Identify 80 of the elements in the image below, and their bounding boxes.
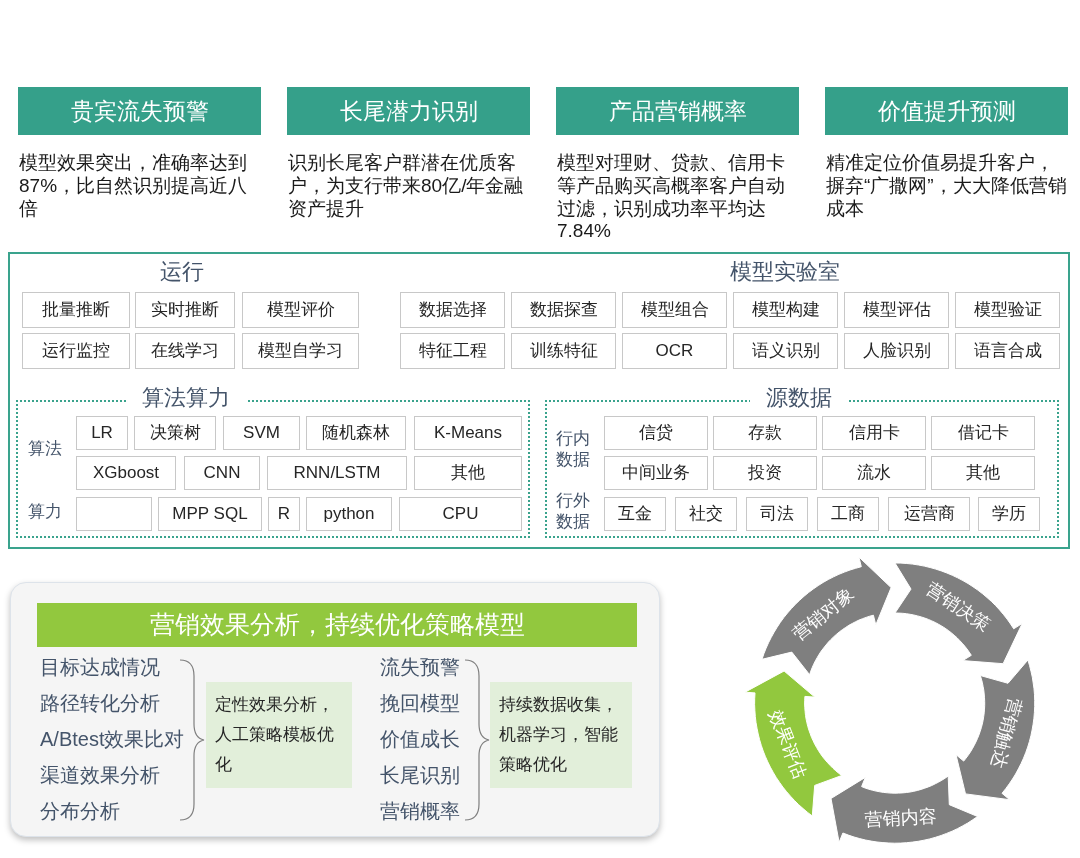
tag-box: 实时推断	[135, 292, 235, 328]
tag-box: 批量推断	[22, 292, 130, 328]
list-item: 价值成长	[380, 727, 460, 752]
tag-box: 其他	[414, 456, 522, 490]
tag-box: K-Means	[414, 416, 522, 450]
header-box: 长尾潜力识别	[287, 87, 530, 135]
tag-box: 模型组合	[622, 292, 727, 328]
list-item: 分布分析	[40, 799, 120, 824]
tag-box: 流水	[822, 456, 926, 490]
arrow-label: 营销决策	[922, 579, 993, 634]
tag-box: 借记卡	[931, 416, 1035, 450]
description-text: 识别长尾客户群潜在优质客户，为支行带来80亿/年金融资产提升	[288, 152, 525, 221]
tag-box: 训练特征	[511, 333, 616, 369]
tag-box: 在线学习	[135, 333, 235, 369]
tag-box: OCR	[622, 333, 727, 369]
tag-box: 模型评估	[844, 292, 949, 328]
list-item: 长尾识别	[380, 763, 460, 788]
tag-box: 互金	[604, 497, 666, 531]
tag-box: SVM	[223, 416, 300, 450]
row-label: 行外数据	[556, 490, 591, 533]
tag-box: 模型构建	[733, 292, 838, 328]
tag-box	[76, 497, 152, 531]
arrow-label: 效果评估	[766, 707, 809, 782]
tag-box: 数据选择	[400, 292, 505, 328]
tag-box: 信贷	[604, 416, 708, 450]
tag-box: RNN/LSTM	[267, 456, 407, 490]
header-box: 产品营销概率	[556, 87, 799, 135]
tag-box: python	[306, 497, 392, 531]
tag-box: 模型评价	[242, 292, 359, 328]
tag-box: 特征工程	[400, 333, 505, 369]
tag-box: 数据探查	[511, 292, 616, 328]
arrow-label: 营销内容	[864, 806, 938, 829]
list-item: 渠道效果分析	[40, 763, 160, 788]
tag-box: 司法	[746, 497, 808, 531]
row-label: 算法	[28, 438, 63, 460]
header-box: 价值提升预测	[825, 87, 1068, 135]
tag-box: 运营商	[888, 497, 970, 531]
row-label: 算力	[28, 501, 63, 523]
list-item: 挽回模型	[380, 691, 460, 716]
tag-box: CNN	[184, 456, 260, 490]
panel-background	[10, 582, 660, 837]
tag-box: 随机森林	[306, 416, 406, 450]
tag-box: 语言合成	[955, 333, 1060, 369]
list-item: 营销概率	[380, 799, 460, 824]
description-text: 模型对理财、贷款、信用卡等产品购买高概率客户自动过滤，识别成功率平均达7.84%	[557, 152, 786, 244]
tag-box: LR	[76, 416, 128, 450]
list-item: A/Btest效果比对	[40, 727, 185, 752]
tag-box: 语义识别	[733, 333, 838, 369]
tag-box: 存款	[713, 416, 817, 450]
tag-box: 决策树	[134, 416, 216, 450]
list-item: 路径转化分析	[40, 691, 160, 716]
list-item: 目标达成情况	[40, 655, 160, 680]
description-text: 模型效果突出，准确率达到87%，比自然识别提高近八倍	[19, 152, 249, 221]
tag-box: 工商	[817, 497, 879, 531]
summary-box: 持续数据收集，机器学习，智能策略优化	[490, 682, 632, 788]
section-frame	[8, 252, 1070, 549]
tag-box: 人脸识别	[844, 333, 949, 369]
arrow-label: 营销对象	[788, 584, 857, 644]
arrow-label: 营销触达	[988, 695, 1025, 770]
section-heading: 模型实验室	[730, 258, 840, 286]
tag-box: 投资	[713, 456, 817, 490]
summary-box: 定性效果分析，人工策略模板优化	[206, 682, 352, 788]
tag-box: 中间业务	[604, 456, 708, 490]
header-box: 贵宾流失预警	[18, 87, 261, 135]
list-item: 流失预警	[380, 655, 460, 680]
tag-box: 其他	[931, 456, 1035, 490]
tag-box: 信用卡	[822, 416, 926, 450]
tag-box: R	[268, 497, 300, 531]
title-bar: 营销效果分析，持续优化策略模型	[37, 603, 637, 647]
tag-box: 社交	[675, 497, 737, 531]
description-text: 精准定位价值易提升客户，摒弃“广撒网”，大大降低营销成本	[826, 152, 1068, 221]
tag-box: XGboost	[76, 456, 176, 490]
tag-box: CPU	[399, 497, 522, 531]
tag-box: 模型验证	[955, 292, 1060, 328]
tag-box: MPP SQL	[158, 497, 262, 531]
section-heading: 运行	[160, 258, 204, 286]
row-label: 行内数据	[556, 428, 591, 471]
tag-box: 模型自学习	[242, 333, 359, 369]
tag-box: 学历	[978, 497, 1040, 531]
tag-box: 运行监控	[22, 333, 130, 369]
